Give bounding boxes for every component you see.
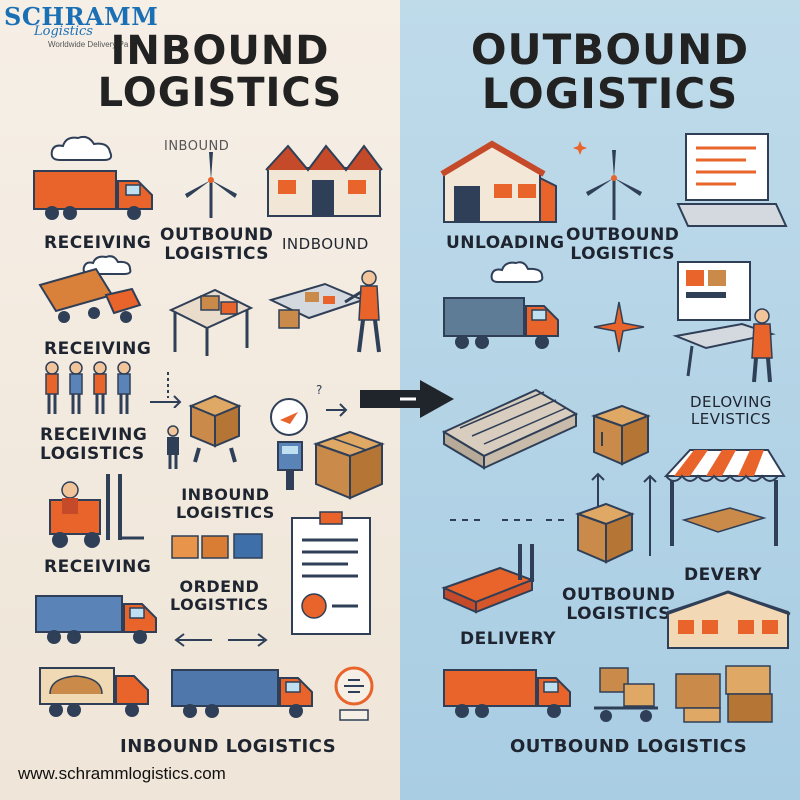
box-icon	[575, 502, 635, 564]
label-delivery: DELIVERY	[460, 629, 557, 649]
forklift-icon	[441, 544, 535, 614]
label-receiving-2: RECEIVING	[44, 339, 152, 359]
truck-icon	[443, 297, 559, 349]
outbound-footer-label: OUTBOUND LOGISTICS	[510, 736, 748, 757]
worker-icon	[268, 270, 381, 353]
arrow-icon	[643, 474, 657, 556]
wind-turbine-icon	[586, 150, 642, 220]
label-receiving-3: RECEIVING	[44, 557, 152, 577]
dashed-connector-icon	[450, 519, 570, 521]
label-unloading: UNLOADING	[446, 233, 565, 253]
star-icon	[573, 141, 587, 155]
arrow-icon: ?	[316, 383, 348, 417]
label-outbound-logistics-left: OUTBOUND LOGISTICS	[160, 225, 274, 264]
warehouse-icon	[265, 144, 383, 217]
cloud-icon	[50, 135, 113, 161]
label-devery: DEVERY	[684, 565, 762, 585]
box-cart-icon	[594, 667, 658, 722]
label-outbound-logistics-right-2: OUTBOUND LOGISTICS	[562, 585, 676, 624]
storefront-icon	[663, 449, 786, 546]
inbound-footer-label: INBOUND LOGISTICS	[120, 736, 337, 757]
forklift-icon	[49, 474, 144, 548]
arrow-icon	[360, 380, 454, 418]
inbound-panel	[0, 0, 400, 800]
label-receiving-1: RECEIVING	[44, 233, 152, 253]
label-ordend-logistics: ORDEND LOGISTICS	[170, 577, 269, 614]
conveyor-icon	[168, 288, 254, 356]
outbound-title: OUTBOUND LOGISTICS	[470, 25, 750, 119]
label-receiving-logistics: RECEIVING LOGISTICS	[40, 425, 148, 464]
seal-icon	[334, 666, 374, 721]
brand-sub: Logistics	[34, 24, 93, 39]
box-stack-icon	[675, 665, 773, 723]
box-icon	[591, 404, 651, 466]
brand-tagline: Worldwide Delivery Pa	[48, 40, 129, 49]
truck-icon	[39, 667, 149, 717]
box-icon	[312, 430, 385, 500]
box-icon	[188, 394, 242, 463]
compass-star-icon	[593, 301, 645, 353]
inbound-title: INBOUND LOGISTICS	[97, 28, 343, 116]
label-outbound-logistics-right-1: OUTBOUND LOGISTICS	[566, 225, 680, 264]
box-row-icon	[171, 533, 263, 559]
laptop-icon	[676, 133, 788, 227]
scanner-icon	[277, 441, 303, 490]
warehouse-icon	[440, 140, 557, 223]
truck-icon	[35, 595, 157, 644]
truck-icon	[171, 669, 313, 718]
brand-logo: SCHRAMM Logistics Worldwide Delivery Pa	[4, 2, 158, 54]
document-icon	[291, 511, 371, 635]
computer-worker-icon	[672, 261, 776, 383]
arrow-icon	[174, 633, 268, 647]
arrow-icon	[150, 372, 182, 408]
compass-icon	[270, 398, 308, 436]
worker-group-icon	[45, 361, 131, 414]
brand-name: SCHRAMM	[4, 2, 159, 31]
pallet-icon	[441, 388, 579, 470]
wind-turbine-icon	[185, 152, 237, 218]
label-inbound-logistics-mid: INBOUND LOGISTICS	[176, 485, 275, 522]
cloud-icon	[490, 261, 544, 283]
label-indbound: INDBOUND	[282, 235, 369, 253]
truck-icon	[443, 669, 571, 718]
truck-icon	[38, 267, 142, 323]
arrow-icon	[591, 472, 605, 506]
label-deloving-levistics: DELOVING LEVISTICS	[690, 393, 772, 428]
svg-text:?: ?	[316, 383, 322, 397]
worker-icon	[167, 425, 179, 469]
truck-icon	[33, 170, 153, 220]
website-url: www.schrammlogistics.com	[18, 764, 226, 783]
warehouse-icon	[665, 590, 791, 649]
label-inbound-top: INBOUND	[164, 139, 230, 154]
